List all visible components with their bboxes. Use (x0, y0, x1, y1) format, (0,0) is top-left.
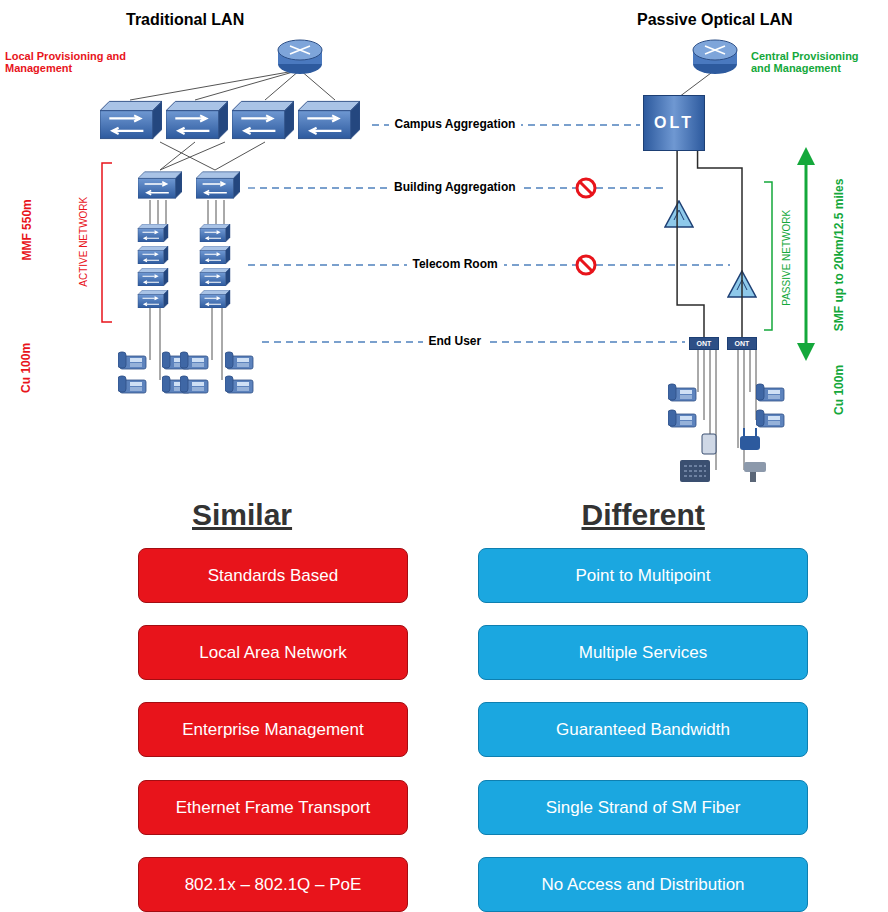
network-label: ACTIVE NETWORK (78, 197, 90, 287)
section-heading: Different (582, 498, 705, 533)
different-box: Single Strand of SM Fiber (478, 780, 808, 835)
similar-box: 802.1x – 802.1Q – PoE (138, 857, 408, 912)
row-label: Building Aggregation (388, 181, 522, 195)
note: Central Provisioning and Management (751, 50, 879, 75)
distance-label: MMF 550m (20, 199, 34, 260)
node-text: 802.1x – 802.1Q – PoE (185, 875, 362, 895)
similar-box: Standards Based (138, 548, 408, 603)
node-text: Point to Multipoint (575, 566, 710, 586)
node-text: Guaranteed Bandwidth (556, 720, 730, 740)
node-text: Multiple Services (579, 643, 708, 663)
row-label: Campus Aggregation (389, 118, 522, 132)
distance-label: Cu 100m (20, 343, 34, 393)
network-label: PASSIVE NETWORK (781, 210, 793, 306)
section-heading: Similar (192, 498, 292, 533)
ont-box: ONT (689, 337, 719, 350)
similar-box: Enterprise Management (138, 702, 408, 757)
node-text: No Access and Distribution (541, 875, 744, 895)
similar-box: Local Area Network (138, 625, 408, 680)
node-text: Local Area Network (199, 643, 346, 663)
node-text: Single Strand of SM Fiber (546, 798, 741, 818)
heading: Passive Optical LAN (637, 11, 793, 29)
node-text: ONT (735, 340, 750, 347)
note: Local Provisioning and Management (5, 50, 135, 75)
distance-label: Cu 100m (833, 365, 847, 415)
different-box: Multiple Services (478, 625, 808, 680)
node-text: OLT (654, 114, 694, 132)
similar-box: Ethernet Frame Transport (138, 780, 408, 835)
fiber-line (677, 151, 704, 337)
node-text: Standards Based (208, 566, 338, 586)
node-text: Ethernet Frame Transport (176, 798, 371, 818)
row-label: End User (423, 335, 488, 349)
fiber-line (698, 151, 742, 337)
different-box: No Access and Distribution (478, 857, 808, 912)
olt-box: OLT (643, 95, 705, 151)
row-label: Telecom Room (407, 258, 504, 272)
node-text: ONT (697, 340, 712, 347)
heading: Traditional LAN (126, 11, 244, 29)
ont-box: ONT (727, 337, 757, 350)
different-box: Guaranteed Bandwidth (478, 702, 808, 757)
different-box: Point to Multipoint (478, 548, 808, 603)
node-text: Enterprise Management (182, 720, 363, 740)
distance-label: SMF up to 20km/12.5 miles (833, 179, 847, 332)
